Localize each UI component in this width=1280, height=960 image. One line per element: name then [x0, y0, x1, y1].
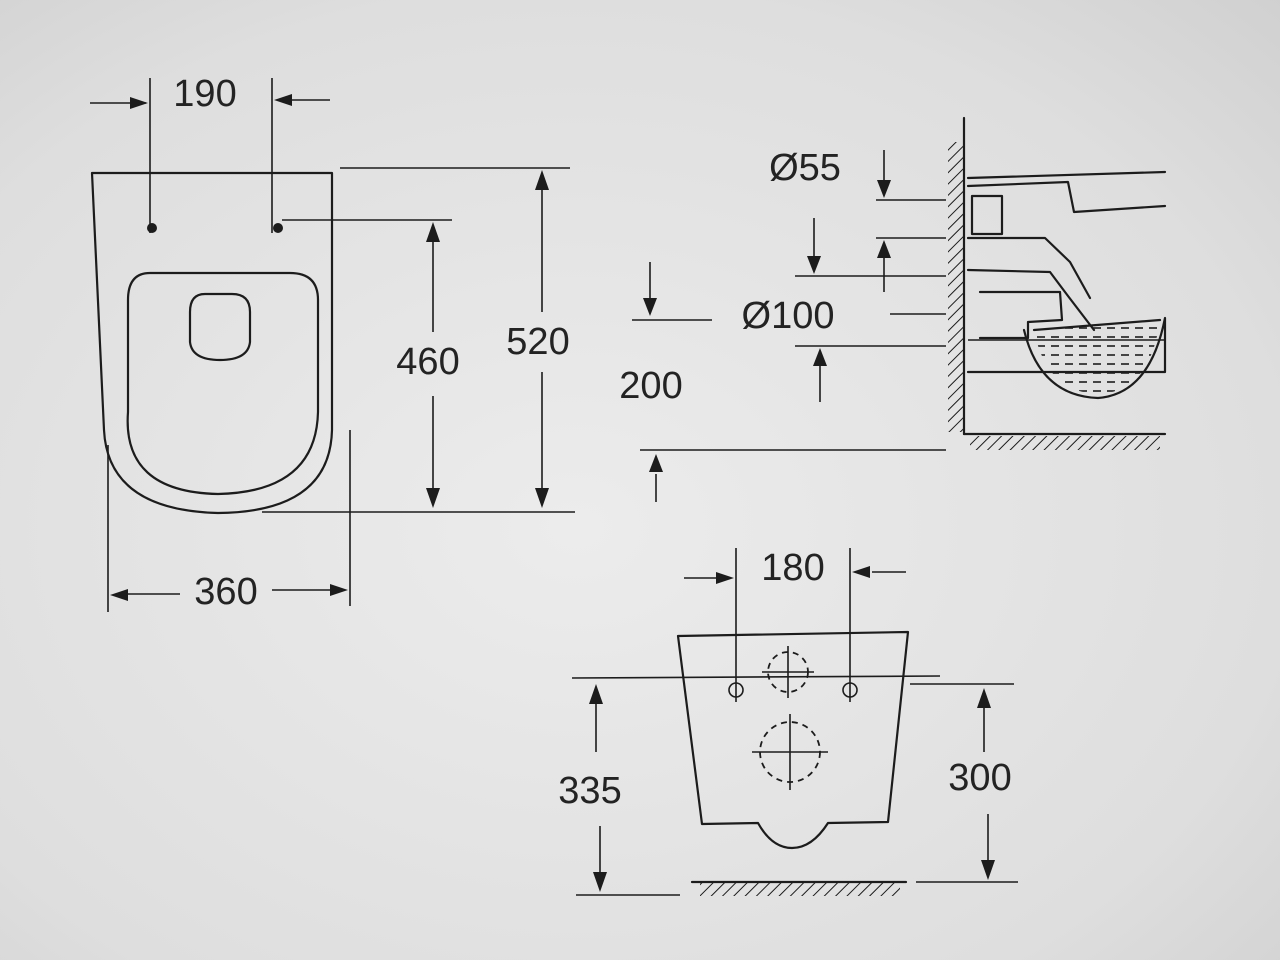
arrow-180-right — [852, 566, 870, 578]
rear-floor-hatching — [700, 882, 900, 896]
arrow-360-right — [330, 584, 348, 596]
bowl-outline — [90, 171, 334, 515]
bowl-rim — [966, 180, 1167, 214]
bowl-top-line — [966, 170, 1167, 180]
rear-outline — [676, 630, 910, 850]
dim-rear-fixing-height-335: 335 — [558, 770, 621, 812]
arrow-180-left — [716, 572, 734, 584]
dim-outlet-height-200: 200 — [619, 365, 682, 407]
arrow-100-top — [807, 256, 821, 274]
arrow-520-bottom — [535, 488, 549, 508]
arrow-55-top — [877, 180, 891, 198]
bowl-inner-wall — [966, 236, 1092, 300]
wall-hatching — [948, 142, 964, 432]
arrow-460-bottom — [426, 488, 440, 508]
arrow-335-bottom — [593, 872, 607, 892]
arrow-335-top — [589, 684, 603, 704]
rear-view: 180 335 300 — [558, 547, 1018, 896]
fixing-hole-right — [273, 223, 283, 233]
dim-rear-fixing-spacing-180: 180 — [761, 547, 824, 589]
arrow-55-bottom — [877, 240, 891, 258]
inlet-connector — [970, 194, 1004, 236]
top-view: 190 460 520 360 — [90, 73, 575, 613]
dim-outlet-diameter-100: Ø100 — [742, 295, 835, 337]
outlet-pipe — [978, 290, 1064, 340]
arrow-520-top — [535, 170, 549, 190]
dim-fixing-to-front-460: 460 — [396, 341, 459, 383]
arrow-190-right — [274, 94, 292, 106]
arrow-200-top — [643, 298, 657, 316]
water-line — [1032, 318, 1162, 332]
dim-overall-length-520: 520 — [506, 321, 569, 363]
arrow-360-left — [110, 589, 128, 601]
dim-rear-bowl-height-300: 300 — [948, 757, 1011, 799]
dim-overall-width-360: 360 — [194, 571, 257, 613]
dim-fixing-spacing-190: 190 — [173, 73, 236, 115]
arrow-100-bottom — [813, 348, 827, 366]
bowl-trap-upper — [966, 268, 1096, 332]
floor-hatching — [970, 436, 1160, 450]
water-surface — [1034, 320, 1160, 394]
arrow-460-top — [426, 222, 440, 242]
arrow-190-left — [130, 97, 148, 109]
arrow-200-bottom — [649, 454, 663, 472]
seat-opening — [126, 271, 320, 496]
fixing-hole-left — [147, 223, 157, 233]
bowl-inner-opening — [188, 292, 252, 362]
dim-inlet-diameter-55: Ø55 — [769, 147, 841, 189]
arrow-300-top — [977, 688, 991, 708]
side-view: Ø55 Ø100 200 — [619, 116, 1167, 502]
arrow-300-bottom — [981, 860, 995, 880]
